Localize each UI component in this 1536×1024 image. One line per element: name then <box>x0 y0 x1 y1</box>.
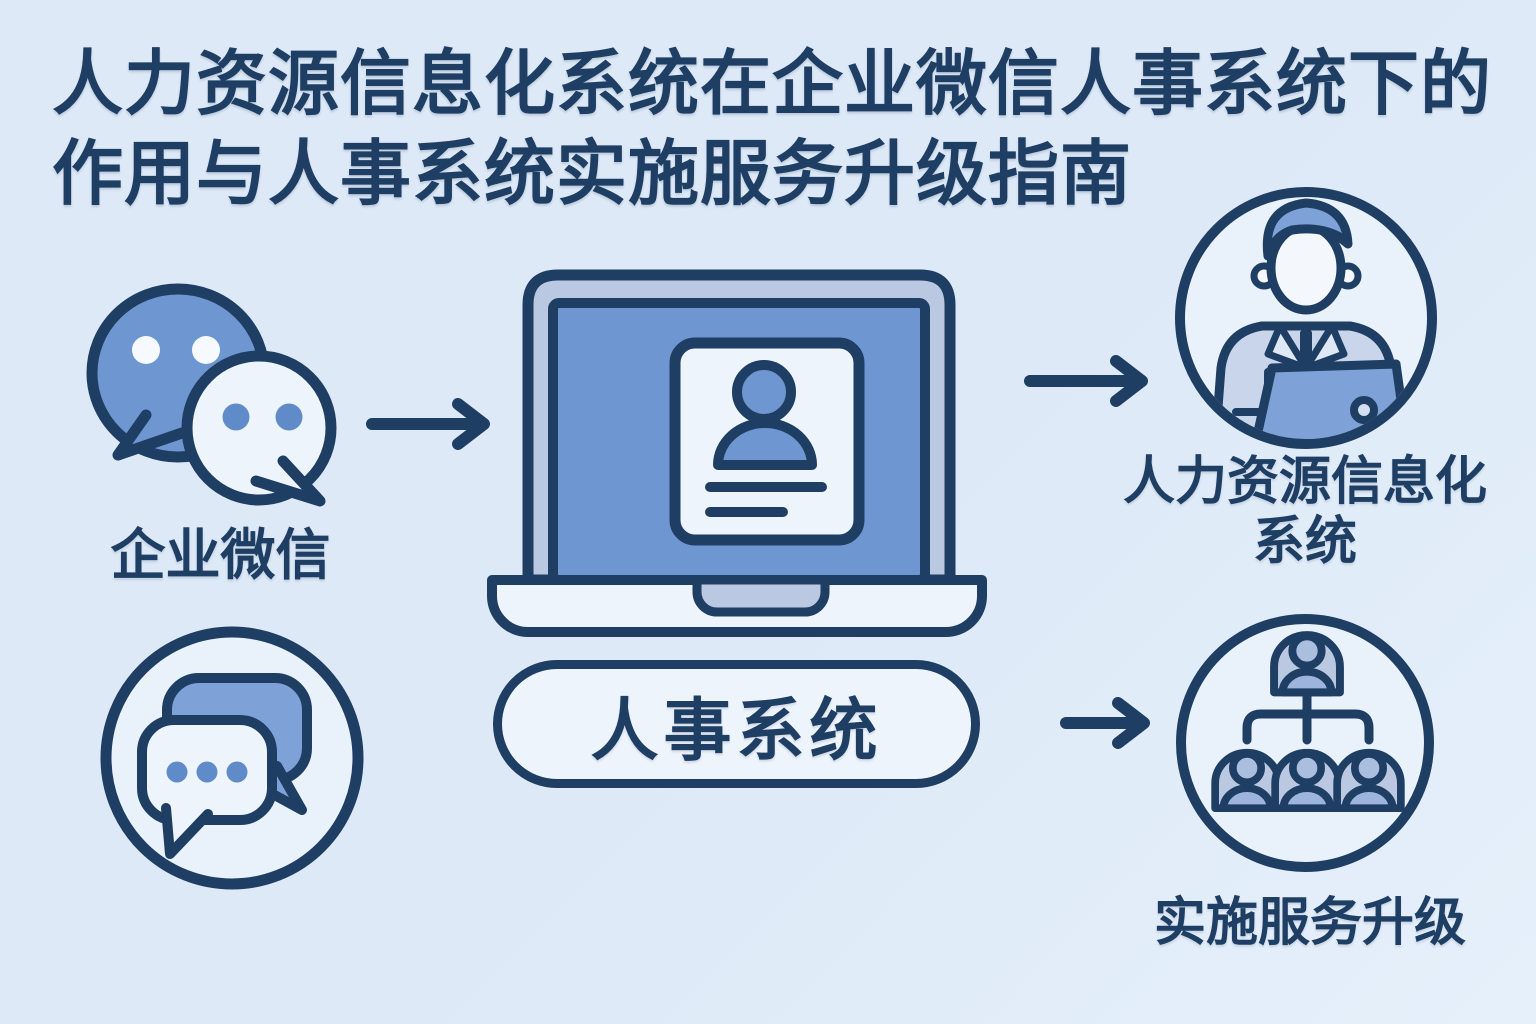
chat-bubbles-circle-icon <box>100 626 364 890</box>
personnel-system-label: 人事系统 <box>590 692 883 769</box>
wechat-eye <box>132 336 160 364</box>
laptop-profile-card-icon <box>487 269 987 637</box>
profile-avatar-shoulders <box>713 418 817 470</box>
org-chart-icon <box>1176 614 1434 872</box>
arrow-pill-to-implementation <box>1060 697 1150 749</box>
person-at-laptop-icon <box>1175 187 1437 449</box>
arrow-wechat-to-laptop <box>366 398 490 450</box>
profile-avatar-head <box>732 360 796 424</box>
collar-left <box>1264 322 1310 372</box>
hris-label-line-1: 人力资源信息化 <box>1122 453 1487 511</box>
hair <box>1262 198 1353 261</box>
profile-text-line <box>705 507 788 517</box>
hris-label-line-2: 系统 <box>1252 513 1357 571</box>
org-person-bottom <box>1337 753 1401 808</box>
title-line-1: 人力资源信息化系统在企业微信人事系统下的 <box>52 45 1493 124</box>
implementation-label: 实施服务升级 <box>1153 894 1466 952</box>
org-person-bottom <box>1275 753 1339 808</box>
page-title: 人力资源信息化系统在企业微信人事系统下的 作用与人事系统实施服务升级指南 <box>52 40 1512 220</box>
org-person-top <box>1274 635 1340 692</box>
title-line-2: 作用与人事系统实施服务升级指南 <box>52 135 1133 214</box>
laptop-notch <box>692 575 830 617</box>
arrow-laptop-to-hris <box>1024 355 1148 407</box>
laptop-logo-dot <box>1350 396 1378 424</box>
chat-dot <box>166 761 188 783</box>
org-person-bottom <box>1215 753 1279 808</box>
profile-text-line <box>705 482 827 492</box>
personnel-system-pill: 人事系统 <box>493 660 980 788</box>
org-connector-lines <box>1242 689 1374 745</box>
wechat-eye <box>275 403 303 431</box>
wechat-eye <box>192 336 220 364</box>
chat-dot <box>226 761 248 783</box>
collar-right <box>1302 322 1348 372</box>
enterprise-wechat-bubbles-icon <box>86 283 337 507</box>
chat-dot <box>196 761 218 783</box>
enterprise-wechat-label: 企业微信 <box>110 524 331 586</box>
wechat-eye <box>222 403 250 431</box>
hris-label: 人力资源信息化 系统 <box>1100 452 1510 572</box>
